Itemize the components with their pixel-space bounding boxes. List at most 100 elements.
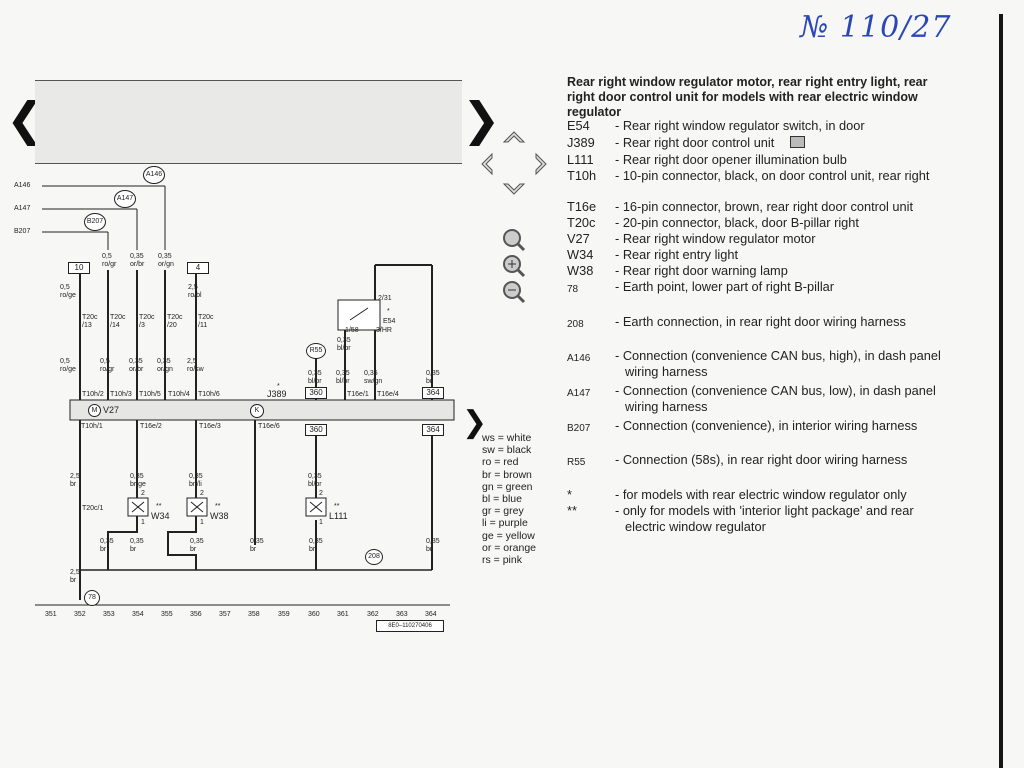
connector-t10h: T10h/3 [110, 391, 132, 398]
wire-label: 0,5 ro/gr [102, 253, 117, 268]
legend-desc: - for models with rear electric window r… [615, 487, 907, 502]
connector-t20c: T20c /3 [139, 314, 155, 329]
star-marker: ** [215, 503, 221, 510]
legend-desc: - Connection (convenience), in interior … [615, 418, 918, 433]
next-page-arrow[interactable]: ❯ [462, 92, 501, 146]
connector-t10h: T10h/6 [198, 391, 220, 398]
grid-number: 355 [161, 611, 173, 618]
wire-label: 2,5 br [70, 569, 80, 584]
legend-code: T16e [567, 199, 597, 214]
legend-desc: - Connection (convenience CAN bus, high)… [615, 348, 941, 379]
switch-e54-label: E54 [383, 318, 396, 325]
legend-desc: - 16-pin connector, brown, rear right do… [615, 199, 914, 214]
legend-code: L111 [567, 152, 594, 167]
pan-up-icon[interactable] [502, 131, 526, 143]
lamp-l111-label: L111 [329, 511, 348, 521]
e54-pin: 2/31 [378, 295, 392, 302]
grid-number: 360 [308, 611, 320, 618]
label-a146: A146 [14, 182, 31, 189]
ref-box-364: 364 [422, 387, 444, 399]
ref-box-4: 4 [187, 262, 209, 274]
legend-code: * [567, 487, 572, 502]
ref-box-360: 360 [305, 387, 327, 399]
connector-t20c: T20c /11 [198, 314, 214, 329]
grid-number: 356 [190, 611, 202, 618]
connector-t20c: T20c /13 [82, 314, 98, 329]
wire-label: 0,35 br [309, 538, 323, 553]
color-code-list: ws = white sw = black ro = red br = brow… [482, 432, 536, 566]
grid-number: 358 [248, 611, 260, 618]
reference-code: 8E0–110270406 [376, 620, 444, 632]
wire-label: 0,35 or/br [130, 253, 145, 268]
legend-desc: - Rear right entry light [615, 247, 739, 262]
diagram-header-band [35, 80, 462, 164]
wire-label: 2,5 br [70, 473, 80, 488]
legend-code: E54 [567, 118, 590, 133]
legend-code: W38 [567, 263, 594, 278]
legend-desc: - Earth connection, in rear right door w… [615, 314, 906, 329]
e54-pin: 1/58 [345, 327, 359, 334]
lamp-pin: 2 [141, 490, 145, 497]
star-marker: * [387, 308, 390, 315]
next-section-arrow[interactable]: ❯ [462, 405, 488, 440]
label-b207: B207 [14, 228, 31, 235]
legend-code: A146 [567, 353, 591, 364]
viewer-controls [476, 128, 556, 308]
connector-t10h: T10h/5 [139, 391, 161, 398]
bubble-208: 208 [365, 549, 383, 565]
handwritten-note: № 110/27 [800, 10, 952, 45]
wire-label: 0,35 bl/br [337, 337, 351, 352]
wire-label: 0,35 bl/br [308, 473, 322, 488]
grid-number: 354 [132, 611, 144, 618]
grid-number: 353 [103, 611, 115, 618]
connector-t10h: T10h/1 [81, 423, 103, 430]
legend-code: J389 [567, 135, 595, 150]
connector-t16e: T16e/6 [258, 423, 280, 430]
legend-desc: - Rear right window regulator motor [615, 231, 816, 246]
connector-t10h: T10h/4 [168, 391, 190, 398]
zoom-fit-icon[interactable] [503, 229, 526, 252]
wire-label: 0,35 bl/br [308, 370, 322, 385]
connector-t16e: T16e/2 [140, 423, 162, 430]
motor-symbol: M [88, 404, 101, 417]
legend-desc: - Rear right door control unit [615, 135, 775, 150]
legend-title: Rear right window regulator motor, rear … [567, 75, 928, 119]
lamp-pin: 1 [141, 519, 145, 526]
color-code: gn = green [482, 480, 533, 493]
control-unit-j389-label: J389 [267, 389, 287, 399]
legend-code: ** [567, 503, 577, 518]
zoom-in-icon[interactable] [503, 255, 526, 278]
lamp-pin: 2 [200, 490, 204, 497]
color-code: gr = grey [482, 505, 524, 518]
wire-label: 0,35 br [130, 538, 144, 553]
pan-right-icon[interactable] [535, 152, 547, 176]
grid-number: 361 [337, 611, 349, 618]
color-code: li = purple [482, 517, 528, 530]
e54-pin: 3/HR [376, 327, 392, 334]
ref-box-360: 360 [305, 424, 327, 436]
pan-left-icon[interactable] [481, 152, 493, 176]
zoom-out-icon[interactable] [503, 281, 526, 304]
star-marker: ** [156, 503, 162, 510]
ref-box-364: 364 [422, 424, 444, 436]
wire-label: 0,35 br [100, 538, 114, 553]
color-code: ws = white [482, 432, 532, 444]
legend-code: 78 [567, 284, 579, 295]
camera-icon[interactable] [790, 136, 805, 148]
label-a147: A147 [14, 205, 31, 212]
legend-desc: - 20-pin connector, black, door B-pillar… [615, 215, 859, 230]
pan-down-icon[interactable] [502, 183, 526, 195]
legend-code: R55 [567, 457, 586, 468]
grid-number: 364 [425, 611, 437, 618]
legend-desc: - Earth point, lower part of right B-pil… [615, 279, 835, 294]
wire-label: 0,5 ro/ge [60, 358, 76, 373]
color-code: ge = yellow [482, 529, 535, 542]
legend-code: A147 [567, 388, 591, 399]
wire-label: 0,35 br [250, 538, 264, 553]
connector-t16e: T16e/1 [347, 391, 369, 398]
bubble-78: 78 [84, 590, 100, 606]
color-code: sw = black [482, 444, 532, 457]
wire-label: 2,5 ro/bl [188, 284, 202, 299]
legend-desc: - only for models with 'interior light p… [615, 503, 914, 534]
